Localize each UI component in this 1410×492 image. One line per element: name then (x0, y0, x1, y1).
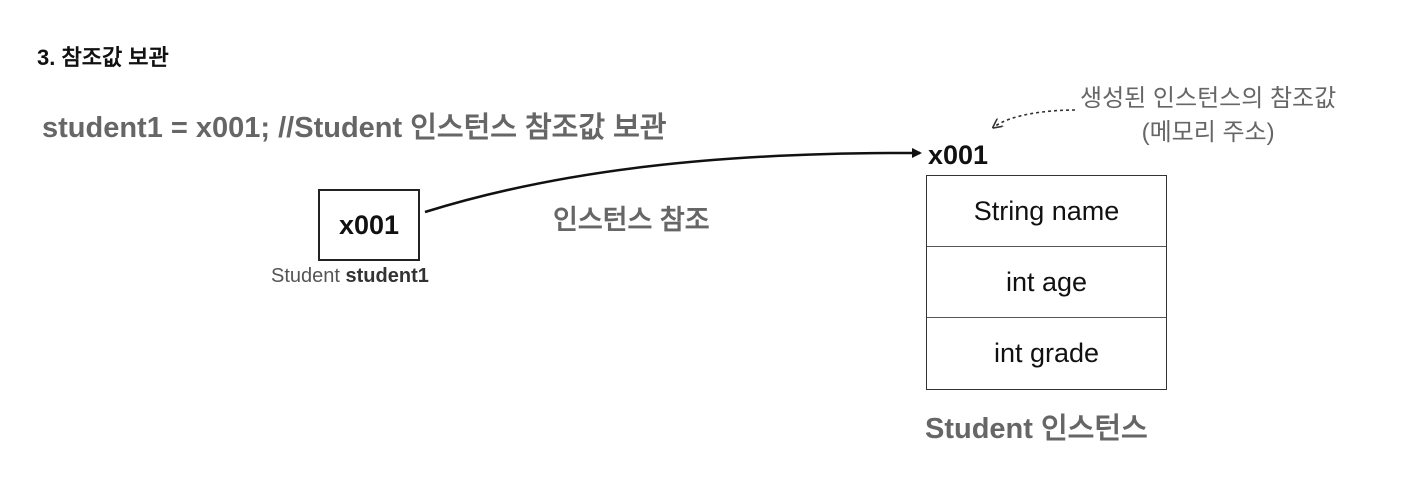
variable-label: Student student1 (271, 265, 429, 288)
field-grade: int grade (993, 338, 1100, 368)
address-note: 생성된 인스턴스의 참조값 (메모리 주소) (1080, 82, 1336, 150)
field-name: String name (927, 176, 1166, 247)
field-age: int age (927, 247, 1166, 318)
variable-type: Student (271, 265, 340, 287)
instance-box: String name int age int grade (926, 175, 1167, 390)
code-statement: student1 = x001; //Student 인스턴스 참조값 보관 (42, 112, 667, 144)
address-note-line1: 생성된 인스턴스의 참조값 (1080, 85, 1337, 112)
note-dotted-arrow (994, 109, 1076, 127)
variable-value: x001 (338, 209, 400, 240)
instance-label: Student 인스턴스 (925, 413, 1148, 445)
variable-box: x001 (318, 189, 420, 261)
reference-arrow (424, 147, 922, 214)
instance-address: x001 (928, 140, 989, 170)
address-note-line2: (메모리 주소) (1141, 119, 1275, 146)
reference-label: 인스턴스 참조 (553, 205, 710, 235)
variable-name: student1 (345, 265, 429, 287)
section-title: 3. 참조값 보관 (37, 45, 169, 70)
